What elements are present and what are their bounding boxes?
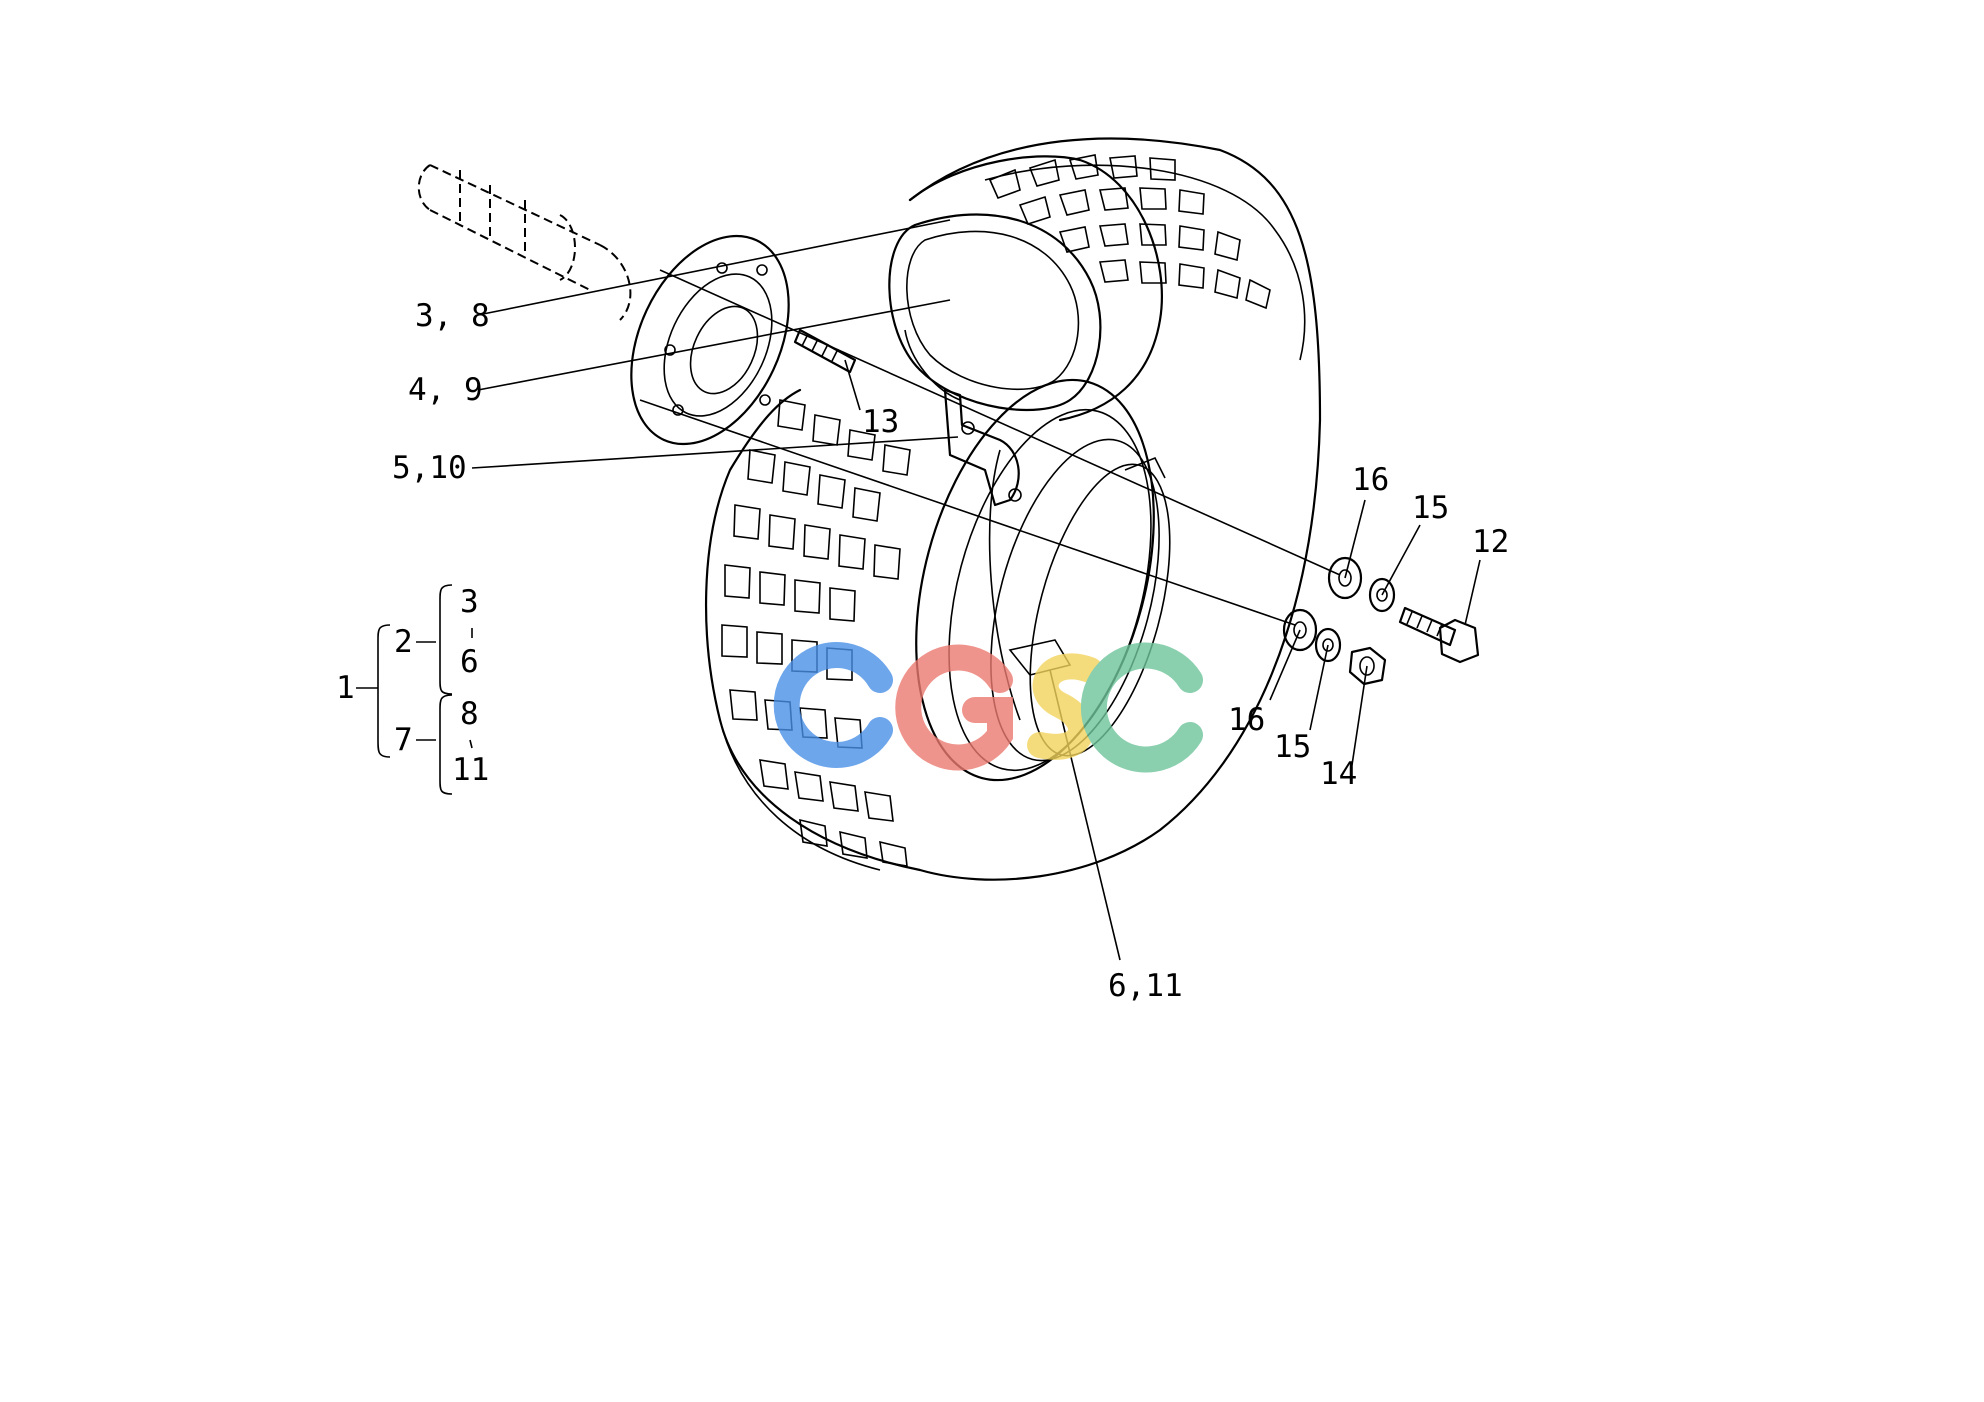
valve-bracket (943, 388, 1022, 507)
callout-16-top: 16 (1352, 462, 1389, 498)
hierarchy-root-1: 1 (336, 670, 355, 706)
hierarchy-group-2: 2 (394, 624, 413, 660)
axle-shaft-reference (417, 164, 632, 321)
tire-tread-upper (988, 154, 1271, 310)
callout-4-9: 4, 9 (408, 372, 483, 408)
callout-14: 14 (1320, 756, 1357, 792)
hierarchy-group-2-to-6: 6 (460, 644, 479, 680)
callout-6-11: 6,11 (1108, 968, 1183, 1004)
callout-5-10: 5,10 (392, 450, 467, 486)
tire-outline (704, 137, 1322, 881)
leader-lines (471, 219, 1481, 961)
callout-15-bottom: 15 (1274, 729, 1311, 765)
assembly-hierarchy: 1 2 3 6 7 8 11 (336, 584, 489, 795)
callout-16-bottom: 16 (1228, 702, 1265, 738)
watermark-letter-g-red (895, 644, 1013, 771)
callout-15-top: 15 (1412, 490, 1449, 526)
wheel-hub (630, 234, 790, 446)
fasteners (1282, 556, 1480, 686)
callout-labels: 3, 8 4, 9 5,10 13 6,11 16 15 12 16 15 14 (392, 298, 1509, 1004)
hierarchy-group-2-from-3: 3 (460, 584, 479, 620)
watermark-letter-s-yellow (1027, 653, 1103, 760)
callout-13: 13 (862, 404, 899, 440)
watermark-letter-c-green (1080, 642, 1203, 773)
callout-12: 12 (1472, 524, 1509, 560)
watermark-letter-c-blue (773, 642, 893, 768)
watermark-logo (773, 642, 1203, 773)
hierarchy-group-7: 7 (394, 722, 413, 758)
tire-tread-front (721, 399, 911, 867)
callout-3-8: 3, 8 (415, 298, 490, 334)
hierarchy-group-7-to-11: 11 (452, 752, 489, 788)
inner-tube-flap (888, 213, 1102, 412)
hierarchy-group-7-from-8: 8 (460, 696, 479, 732)
